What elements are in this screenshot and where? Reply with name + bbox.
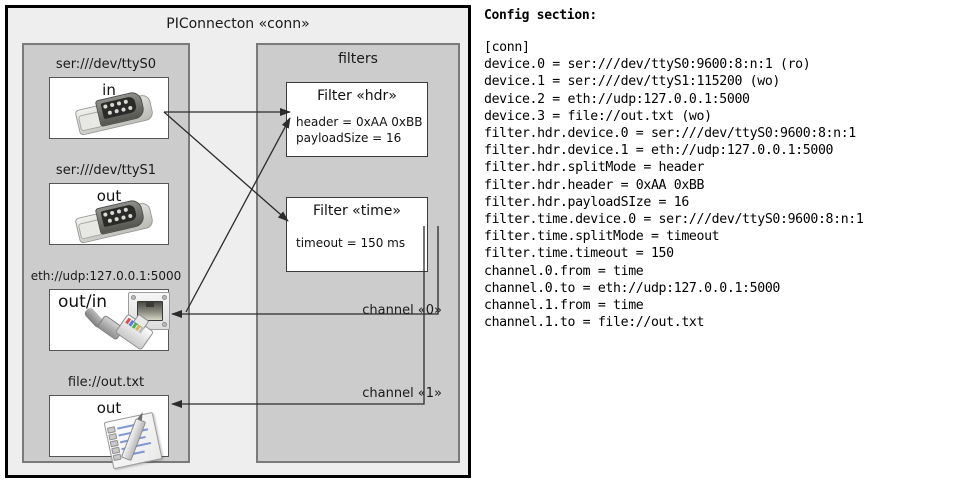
config-heading: Config section:	[484, 8, 597, 23]
connector-diagram: PIConnecton «conn» ser:///dev/ttyS0 in s…	[5, 5, 471, 478]
filter-prop-header: header = 0xAA 0xBB	[296, 115, 423, 129]
device-card-eth[interactable]: out/in	[49, 289, 170, 351]
device-label-eth: eth://udp:127.0.0.1:5000	[30, 269, 182, 283]
filter-prop-payloadsize: payloadSize = 16	[296, 131, 402, 145]
filter-title-time: Filter «time»	[313, 203, 401, 219]
device-card-caption-eth: out/in	[58, 292, 108, 312]
filters-group-title: filters	[338, 51, 378, 67]
filter-prop-timeout: timeout = 150 ms	[296, 236, 406, 250]
device-card-ser0[interactable]: in	[49, 77, 169, 139]
device-label-ser0: ser:///dev/ttyS0	[55, 57, 157, 72]
channel-label-1: channel «1»	[362, 386, 442, 401]
config-text: [conn] device.0 = ser:///dev/ttyS0:9600:…	[484, 40, 864, 331]
devices-group: ser:///dev/ttyS0 in ser:///dev/ttyS1 out	[22, 43, 190, 470]
device-label-ser1: ser:///dev/ttyS1	[55, 163, 157, 178]
device-label-file: file://out.txt	[67, 375, 145, 390]
device-card-ser1[interactable]: out	[49, 183, 169, 245]
device-card-file[interactable]: out	[49, 395, 169, 470]
filter-box-hdr[interactable]: Filter «hdr» header = 0xAA 0xBB payloadS…	[286, 82, 428, 157]
notepad-pen-icon	[103, 410, 169, 470]
device-card-caption-file: out	[96, 399, 122, 417]
config-section: Config section: [conn] device.0 = ser://…	[484, 8, 960, 478]
filters-group: filters Filter «hdr» header = 0xAA 0xBB …	[256, 43, 460, 463]
device-card-caption-ser0: in	[102, 81, 116, 99]
filter-title-hdr: Filter «hdr»	[317, 88, 397, 104]
device-card-caption-ser1: out	[96, 187, 122, 205]
channel-label-0: channel «0»	[362, 303, 442, 318]
filter-box-time[interactable]: Filter «time» timeout = 150 ms	[286, 197, 428, 272]
diagram-title: PIConnecton «conn»	[166, 16, 310, 32]
